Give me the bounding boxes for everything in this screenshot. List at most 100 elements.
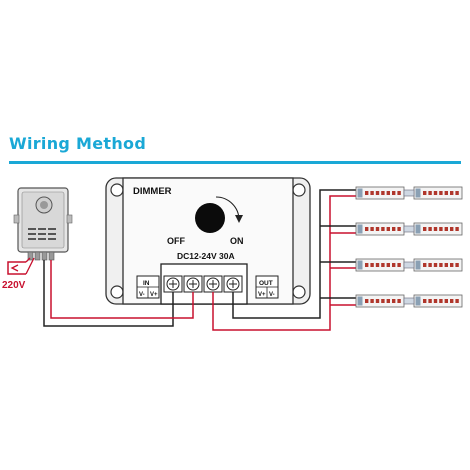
led-chip-icon bbox=[439, 191, 443, 195]
led-chip-icon bbox=[444, 191, 448, 195]
led-chip-icon bbox=[433, 191, 438, 195]
led-chip-icon bbox=[450, 191, 454, 195]
in-pos-label: V+ bbox=[150, 292, 158, 298]
out-label: OUT bbox=[259, 280, 273, 287]
led-chip-icon bbox=[375, 263, 380, 267]
led-strips bbox=[355, 186, 463, 308]
terminal-screw-3 bbox=[203, 275, 223, 293]
led-chip-icon bbox=[392, 299, 396, 303]
led-chip-icon bbox=[444, 227, 448, 231]
output-wires bbox=[212, 189, 356, 331]
led-chip-icon bbox=[386, 191, 390, 195]
led-chip-icon bbox=[428, 263, 432, 267]
in-label: IN bbox=[143, 280, 150, 287]
output-neg-wire bbox=[232, 189, 356, 319]
led-chip-icon bbox=[370, 191, 374, 195]
rating-label: DC12-24V 30A bbox=[177, 251, 235, 261]
led-chip-icon bbox=[375, 227, 380, 231]
terminal-screws bbox=[163, 275, 243, 293]
led-strip-row bbox=[355, 222, 463, 236]
led-strip bbox=[413, 294, 463, 308]
mount-hole-icon bbox=[110, 285, 124, 299]
title-underline bbox=[9, 161, 461, 164]
led-strip bbox=[355, 258, 405, 272]
led-chip-icon bbox=[386, 227, 390, 231]
in-neg-label: V- bbox=[139, 292, 145, 298]
mount-hole-icon bbox=[110, 183, 124, 197]
led-chip-icon bbox=[444, 299, 448, 303]
strip-connector-icon bbox=[403, 297, 415, 305]
led-chip-icon bbox=[375, 191, 380, 195]
out-neg-label: V- bbox=[269, 292, 275, 298]
led-chip-icon bbox=[397, 191, 401, 195]
rotation-arrow-icon bbox=[235, 215, 243, 223]
led-strip bbox=[413, 258, 463, 272]
led-chip-icon bbox=[370, 227, 374, 231]
led-chip-icon bbox=[381, 191, 385, 195]
input-pos-wire bbox=[50, 260, 194, 319]
power-supply-vents bbox=[28, 228, 56, 240]
led-chip-icon bbox=[428, 227, 432, 231]
led-chip-icon bbox=[381, 299, 385, 303]
led-chip-icon bbox=[428, 299, 432, 303]
on-label: ON bbox=[230, 236, 244, 246]
led-chip-icon bbox=[365, 299, 369, 303]
led-strip bbox=[413, 222, 463, 236]
led-chip-icon bbox=[397, 299, 401, 303]
led-chip-icon bbox=[370, 299, 374, 303]
ac-input-plug-icon bbox=[7, 257, 35, 275]
led-chip-icon bbox=[365, 191, 369, 195]
input-neg-wire bbox=[43, 260, 174, 327]
led-chip-icon bbox=[455, 299, 459, 303]
led-chip-icon bbox=[433, 227, 438, 231]
mount-hole-icon bbox=[292, 183, 306, 197]
led-strip bbox=[355, 294, 405, 308]
power-supply bbox=[13, 187, 73, 261]
input-voltage-label: 220V bbox=[2, 280, 26, 291]
led-strip bbox=[355, 186, 405, 200]
led-chip-icon bbox=[439, 299, 443, 303]
strip-connector-icon bbox=[403, 189, 415, 197]
led-chip-icon bbox=[439, 227, 443, 231]
mount-hole-icon bbox=[292, 285, 306, 299]
led-chip-icon bbox=[455, 227, 459, 231]
led-chip-icon bbox=[375, 299, 380, 303]
dimmer-knob[interactable] bbox=[195, 203, 225, 233]
dimmer-unit: DIMMER OFF ON DC12-24V 30A IN V- V+ OUT … bbox=[105, 177, 311, 305]
dimmer-name: DIMMER bbox=[133, 186, 172, 197]
strip-connector-icon bbox=[403, 261, 415, 269]
led-strip bbox=[355, 222, 405, 236]
led-chip-icon bbox=[450, 299, 454, 303]
terminal-screw-1 bbox=[163, 275, 183, 293]
led-chip-icon bbox=[423, 191, 427, 195]
input-wires bbox=[43, 260, 194, 327]
led-chip-icon bbox=[392, 263, 396, 267]
power-supply-fan-hub bbox=[40, 201, 48, 209]
led-chip-icon bbox=[386, 263, 390, 267]
led-chip-icon bbox=[392, 227, 396, 231]
led-chip-icon bbox=[423, 263, 427, 267]
led-chip-icon bbox=[365, 227, 369, 231]
led-strip-row bbox=[355, 186, 463, 200]
led-chip-icon bbox=[450, 263, 454, 267]
led-chip-icon bbox=[455, 191, 459, 195]
led-chip-icon bbox=[381, 227, 385, 231]
led-chip-icon bbox=[428, 191, 432, 195]
terminal-screw-4 bbox=[223, 275, 243, 293]
led-chip-icon bbox=[397, 227, 401, 231]
led-chip-icon bbox=[444, 263, 448, 267]
led-chip-icon bbox=[450, 227, 454, 231]
led-chip-icon bbox=[392, 191, 396, 195]
led-strip-row bbox=[355, 258, 463, 272]
terminal-screw-2 bbox=[183, 275, 203, 293]
led-chip-icon bbox=[386, 299, 390, 303]
out-pos-label: V+ bbox=[258, 292, 266, 298]
led-chip-icon bbox=[455, 263, 459, 267]
led-chip-icon bbox=[433, 263, 438, 267]
off-label: OFF bbox=[167, 236, 185, 246]
led-strip bbox=[413, 186, 463, 200]
output-pos-wire bbox=[212, 195, 356, 331]
led-chip-icon bbox=[365, 263, 369, 267]
led-chip-icon bbox=[423, 299, 427, 303]
